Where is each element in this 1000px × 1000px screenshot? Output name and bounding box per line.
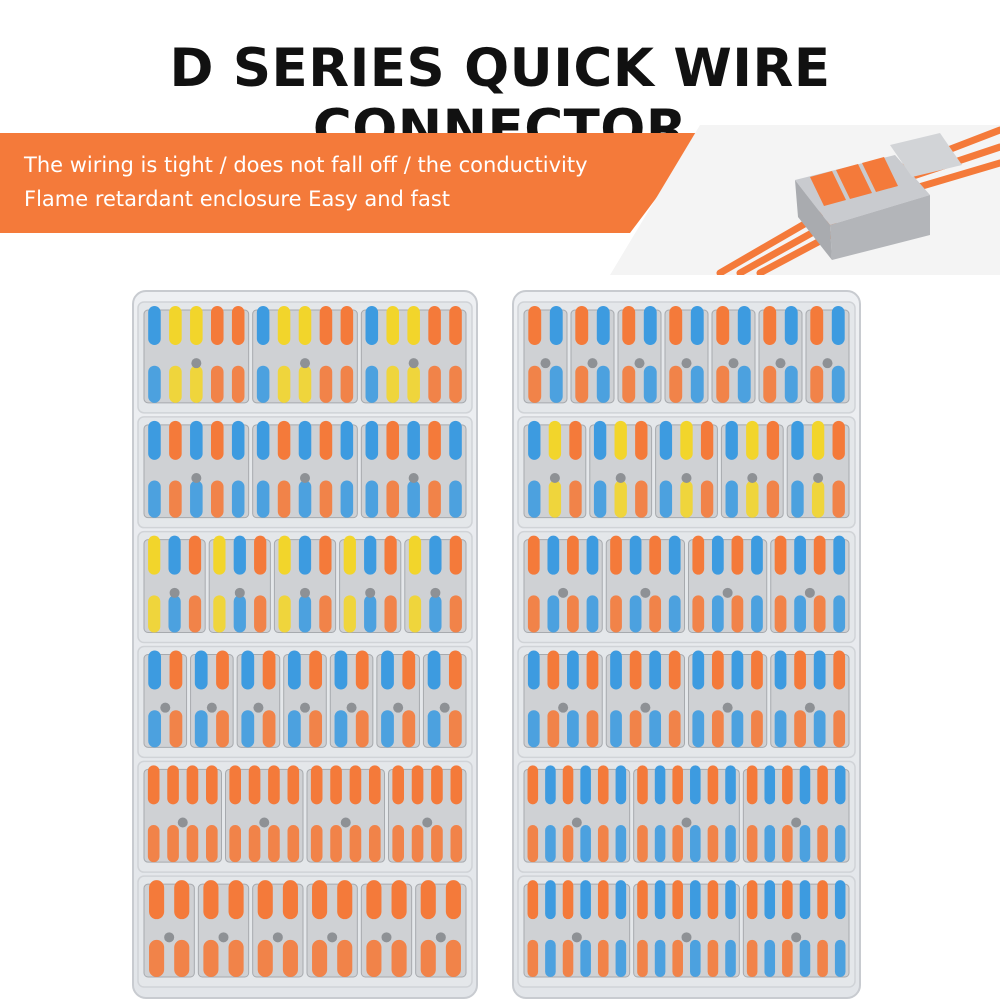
right-storage-box [512,290,861,999]
connector [415,880,467,978]
connector [570,306,615,404]
connector [720,420,784,519]
left-storage-box [132,290,478,999]
connector [742,880,850,978]
connector [329,650,374,748]
connector [770,650,850,748]
connector [422,650,467,748]
connector [617,306,662,404]
connector [605,535,685,634]
connector [605,650,685,748]
connector [688,650,768,748]
connector [523,306,568,404]
connector [143,420,250,519]
orange-banner [0,133,705,233]
connector [742,765,850,863]
connector [283,650,327,748]
connector [306,765,385,863]
tagline-line-1: The wiring is tight / does not fall off … [24,153,588,177]
connector [143,880,195,978]
connector [360,420,467,519]
connector [143,535,206,634]
connector [225,765,304,863]
connector [770,535,850,634]
connector [306,880,358,978]
connector [376,650,420,748]
connector [208,535,271,634]
connector [589,420,653,519]
connector [655,420,718,519]
connector [360,306,467,404]
connector [404,535,467,634]
connector [664,306,709,404]
connector [339,535,402,634]
connector [523,765,631,863]
connector [360,880,413,978]
connector [805,306,850,404]
connector [273,535,337,634]
connector [252,880,304,978]
page-title: D SERIES QUICK WIRE CONNECTOR [169,38,831,160]
connector [758,306,803,404]
connector [252,306,358,404]
tagline-line-2: Flame retardant enclosure Easy and fast [24,187,450,211]
connector [190,650,234,748]
connector [523,880,631,978]
connector [633,880,740,978]
connector [633,765,740,863]
connector [523,535,603,634]
connector [143,650,188,748]
connector-closeup-image [610,125,1000,277]
connector [143,765,222,863]
connector [252,420,358,519]
connector [197,880,250,978]
connector [711,306,756,404]
connector [523,420,587,519]
connector [388,765,467,863]
connector [143,306,250,404]
connector [688,535,768,634]
connector [523,650,603,748]
connector [786,420,850,519]
connector [236,650,281,748]
